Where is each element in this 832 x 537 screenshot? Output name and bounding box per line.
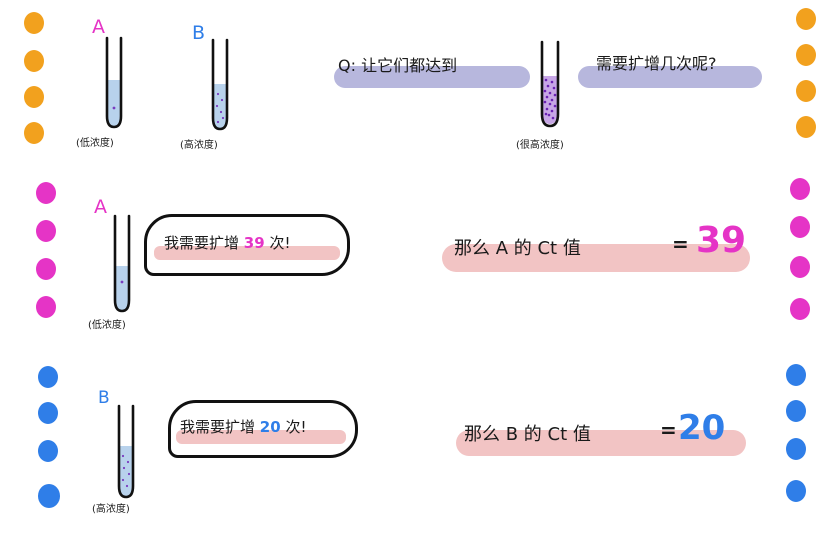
test-tube-b-icon [211,38,229,131]
question-suffix: 需要扩增几次呢? [596,54,717,73]
dot-orange [796,44,816,66]
tube-caption: (低浓度) [88,320,126,331]
bubble-highlight [154,246,340,260]
tube-a-label: A [92,16,105,38]
dot-orange [796,80,816,102]
ct-statement: 那么 B 的 Ct 值 [464,424,591,445]
dot-orange [796,8,816,30]
dot-magenta [36,258,56,280]
ct-value: 20 [678,408,726,448]
target-caption: (很高浓度) [516,140,564,151]
dot-magenta [790,178,810,200]
dot-orange [24,86,44,108]
dot-orange [796,116,816,138]
question-highlight-left [334,66,530,88]
tube-label: B [98,388,110,408]
test-tube-b-icon [117,404,135,499]
ct-highlight [456,430,746,456]
bubble-text-after: 次! [285,418,307,436]
tube-a-caption: (低浓度) [76,138,114,149]
tube-label: A [94,196,107,218]
dot-blue [38,440,58,462]
dot-blue [38,366,58,388]
dot-magenta [790,216,810,238]
bubble-text-before: 我需要扩增 [164,234,240,252]
question-highlight-right [578,66,762,88]
ct-equals: = [660,418,677,442]
bubble-text-after: 次! [269,234,291,252]
dot-blue [786,364,806,386]
dot-blue [38,484,60,508]
dot-magenta [790,298,810,320]
bubble-highlight [176,430,346,444]
ct-equals: = [672,232,689,256]
dot-orange [24,122,44,144]
tube-caption: (高浓度) [92,504,130,515]
tube-b-label: B [192,22,206,44]
bubble-text: 我需要扩增 39 次! [164,232,290,253]
bubble-text-before: 我需要扩增 [180,418,256,436]
dot-orange [24,12,44,34]
ct-statement: 那么 A 的 Ct 值 [454,238,581,259]
speech-bubble [168,400,358,458]
question-prefix: Q: 让它们都达到 [338,56,458,75]
bubble-count: 39 [243,234,265,252]
test-tube-a-icon [105,36,123,129]
dot-magenta [36,296,56,318]
tube-b-caption: (高浓度) [180,140,218,151]
dot-blue [38,402,58,424]
ct-value: 39 [696,220,747,261]
dot-magenta [790,256,810,278]
dot-magenta [36,220,56,242]
dot-blue [786,400,806,422]
speech-bubble [144,214,350,276]
bubble-count: 20 [259,418,281,436]
bubble-text: 我需要扩增 20 次! [180,416,306,437]
dot-magenta [36,182,56,204]
dot-blue [786,480,806,502]
ct-highlight [442,244,750,272]
dot-orange [24,50,44,72]
dot-blue [786,438,806,460]
test-tube-target-icon [540,40,560,128]
test-tube-a-icon [113,214,131,313]
